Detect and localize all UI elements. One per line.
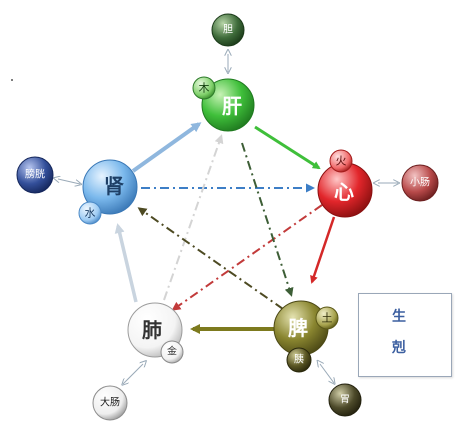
node-lung: 肺 金 xyxy=(127,302,184,364)
legend-restrain-label: 剋 xyxy=(392,340,406,356)
node-small-intestine: 小肠 xyxy=(401,164,439,202)
node-large-intestine: 大肠 xyxy=(92,385,128,421)
stray-dot xyxy=(11,79,13,81)
node-gallbladder: 胆 xyxy=(211,13,245,47)
link-kidney-bladder xyxy=(58,179,80,184)
heart-label: 心 xyxy=(334,180,354,204)
node-kidney: 肾 水 xyxy=(78,159,138,225)
legend-generate-label: 生 xyxy=(392,309,406,325)
heart-element-label: 火 xyxy=(336,155,347,168)
node-liver: 肝 木 xyxy=(192,76,255,132)
bladder-label: 膀胱 xyxy=(25,168,45,181)
liver-label: 肝 xyxy=(222,94,242,118)
lung-label: 肺 xyxy=(142,318,162,342)
spleen-element-label: 土 xyxy=(322,312,333,325)
node-heart: 心 火 xyxy=(317,149,373,218)
gallbladder-label: 胆 xyxy=(223,24,233,36)
lung-element-label: 金 xyxy=(167,345,177,358)
arrow-restrain-lung-liver xyxy=(163,134,224,301)
node-bladder: 膀胱 xyxy=(16,156,54,194)
liver-element-label: 木 xyxy=(199,82,210,95)
link-lung-large-intestine xyxy=(123,364,143,384)
small-intestine-label: 小肠 xyxy=(410,177,430,189)
node-stomach: 胃 xyxy=(328,383,362,417)
large-intestine-label: 大肠 xyxy=(100,396,120,409)
kidney-label: 肾 xyxy=(104,174,124,198)
kidney-element-label: 水 xyxy=(85,207,96,220)
arrow-generate-heart-spleen xyxy=(310,216,336,284)
link-spleen-stomach xyxy=(320,364,334,383)
arrow-restrain-liver-spleen xyxy=(241,142,294,297)
node-spleen: 脾 土 胰 xyxy=(273,300,339,373)
legend-box xyxy=(358,293,452,377)
arrow-restrain-spleen-kidney xyxy=(137,207,284,310)
stomach-label: 胃 xyxy=(340,394,350,406)
pancreas-label: 胰 xyxy=(294,353,304,366)
spleen-label: 脾 xyxy=(288,316,308,340)
arrow-generate-kidney-liver xyxy=(131,122,202,173)
arrow-restrain-heart-lung xyxy=(171,204,323,311)
arrow-generate-lung-kidney xyxy=(114,223,138,303)
arrow-generate-liver-heart xyxy=(254,125,321,170)
